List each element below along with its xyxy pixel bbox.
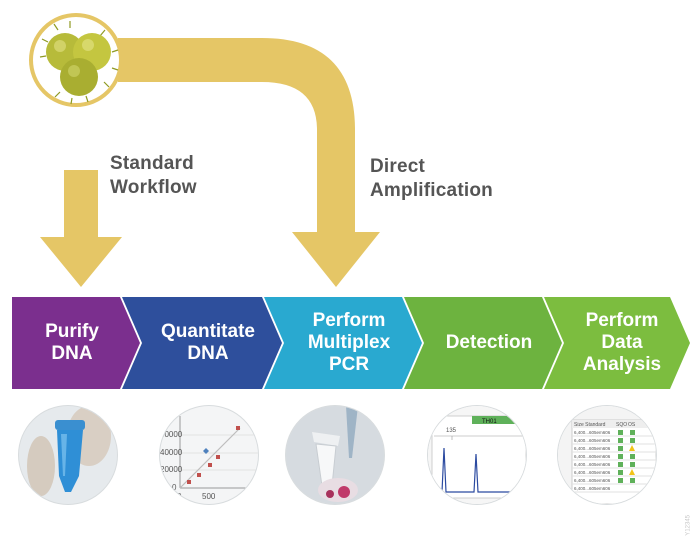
analysis-table: Size Standard SQO OS 6,400...605em606 6,…	[558, 406, 656, 504]
data-point	[187, 480, 191, 484]
table-cell: 6,400...605em606	[574, 462, 611, 467]
quantitate-chart-thumbnail: 60000 40000 20000 0 0 500	[160, 406, 258, 504]
table-cell: 6,400...605em606	[574, 454, 611, 459]
sample-icon	[29, 13, 123, 107]
table-cell: 6,400...605em606	[574, 486, 611, 491]
pcr-pipette-thumbnail	[286, 406, 384, 504]
x-tick-label: 500	[202, 492, 216, 501]
step-shape-quantitate	[122, 297, 282, 389]
data-point	[203, 448, 209, 454]
table-cell: 6,400...605em606	[574, 478, 611, 483]
purify-tube-thumbnail	[19, 406, 117, 504]
step-perform-data-analysis: Perform Data Analysis	[582, 310, 662, 375]
table-header: Size Standard	[574, 422, 606, 428]
step-purify-dna: Purify DNA	[45, 321, 99, 364]
standard-workflow-arrow	[40, 170, 122, 287]
standard-workflow-label: Standard Workflow	[110, 153, 197, 198]
step-perform-multiplex-pcr: Perform Multiplex PCR	[307, 310, 391, 375]
y-tick-label: 60000	[160, 430, 183, 439]
table-cell: 6,400...605em606	[574, 438, 611, 443]
table-header: OS	[628, 422, 636, 428]
data-point	[236, 426, 240, 430]
detection-trace-thumbnail: TH01 135	[428, 406, 526, 504]
step-shape-multiplex	[264, 297, 422, 389]
step-detection: Detection	[445, 332, 533, 353]
data-point	[208, 463, 212, 467]
y-tick-label: 20000	[160, 465, 183, 474]
watermark: Y12345	[686, 515, 692, 536]
table-cell: 6,400...605em606	[574, 446, 611, 451]
locus-label: TH01	[482, 419, 497, 425]
step-shape-detection	[404, 297, 562, 389]
tube-icon	[27, 406, 111, 496]
step-shape-analysis	[544, 297, 690, 389]
step-shape-purify	[12, 297, 140, 389]
table-header: SQO	[616, 422, 627, 428]
quant-chart: 60000 40000 20000 0 0 500	[160, 416, 258, 501]
table-cell: 6,400...605em606	[574, 470, 611, 475]
pipette-icon	[286, 406, 384, 504]
y-tick-label: 40000	[160, 448, 183, 457]
data-point	[197, 473, 201, 477]
analysis-table-thumbnail: Size Standard SQO OS 6,400...605em606 6,…	[558, 406, 656, 504]
y-tick-label: 0	[172, 483, 177, 492]
marker-label: 135	[446, 428, 457, 434]
direct-amplification-arrow	[118, 38, 380, 287]
step-quantitate-dna: Quantitate DNA	[161, 321, 255, 364]
table-cell: 6,400...605em606	[574, 430, 611, 435]
data-point	[216, 455, 220, 459]
direct-amplification-label: Direct Amplification	[370, 156, 493, 201]
electropherogram: TH01 135	[428, 406, 526, 504]
